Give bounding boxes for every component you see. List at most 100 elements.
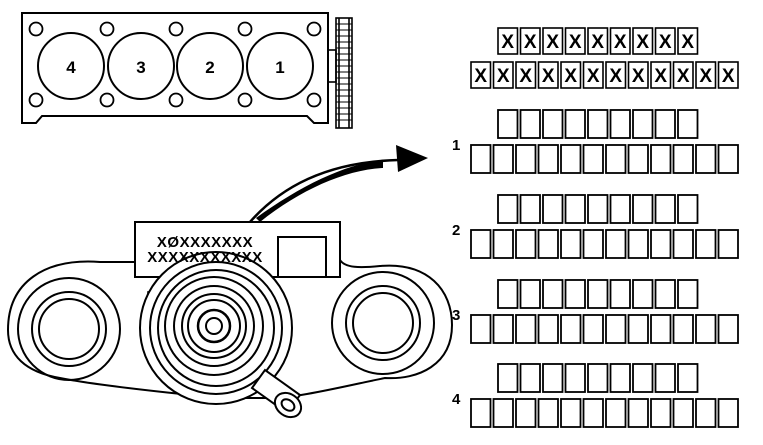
code-entry-box[interactable] — [492, 398, 514, 428]
code-entry-box[interactable] — [627, 144, 649, 174]
code-entry-box[interactable] — [677, 109, 699, 139]
code-entry-box[interactable] — [537, 229, 559, 259]
code-entry-box[interactable] — [497, 109, 519, 139]
code-entry-box[interactable] — [627, 398, 649, 428]
code-box — [672, 61, 694, 89]
code-entry-box[interactable] — [627, 314, 649, 344]
code-char: X — [609, 66, 622, 87]
code-entry-box[interactable] — [537, 398, 559, 428]
code-entry-box[interactable] — [582, 229, 604, 259]
code-entry-box[interactable] — [587, 279, 609, 309]
code-entry-box[interactable] — [492, 144, 514, 174]
code-entry-box[interactable] — [672, 314, 694, 344]
code-entry-box[interactable] — [654, 279, 676, 309]
cylinder-numbers: 4 3 2 1 — [66, 58, 284, 77]
code-entry-box[interactable] — [654, 109, 676, 139]
code-entry-box[interactable] — [605, 229, 627, 259]
code-entry-box[interactable] — [672, 144, 694, 174]
code-entry-box[interactable] — [605, 144, 627, 174]
code-entry-box[interactable] — [560, 398, 582, 428]
code-entry-box[interactable] — [650, 144, 672, 174]
code-entry-box[interactable] — [654, 194, 676, 224]
code-entry-box[interactable] — [587, 363, 609, 393]
code-entry-box[interactable] — [650, 229, 672, 259]
code-entry-box[interactable] — [497, 363, 519, 393]
code-entry-box[interactable] — [542, 279, 564, 309]
code-entry-box[interactable] — [582, 314, 604, 344]
code-entry-box[interactable] — [677, 194, 699, 224]
code-entry-box[interactable] — [519, 363, 541, 393]
code-entry-box[interactable] — [564, 363, 586, 393]
code-entry-box[interactable] — [609, 194, 631, 224]
code-entry-box[interactable] — [542, 194, 564, 224]
code-entry-box[interactable] — [677, 363, 699, 393]
code-entry-box[interactable] — [560, 229, 582, 259]
code-entry-box[interactable] — [537, 144, 559, 174]
code-char: X — [564, 66, 577, 87]
code-box — [605, 61, 627, 89]
code-entry-box[interactable] — [587, 109, 609, 139]
code-entry-box[interactable] — [654, 363, 676, 393]
code-entry-box[interactable] — [515, 229, 537, 259]
code-entry-box[interactable] — [519, 279, 541, 309]
code-entry-box[interactable] — [632, 109, 654, 139]
code-entry-box[interactable] — [672, 229, 694, 259]
code-entry-box[interactable] — [632, 363, 654, 393]
code-char: X — [654, 66, 667, 87]
code-char: X — [519, 66, 532, 87]
code-entry-box[interactable] — [609, 279, 631, 309]
code-entry-box[interactable] — [492, 314, 514, 344]
code-entry-box[interactable] — [695, 398, 717, 428]
code-entry-box[interactable] — [542, 109, 564, 139]
code-entry-box[interactable] — [542, 363, 564, 393]
code-entry-box[interactable] — [497, 194, 519, 224]
code-entry-box[interactable] — [717, 229, 739, 259]
code-char: X — [591, 32, 604, 53]
code-entry-box[interactable] — [605, 314, 627, 344]
code-entry-box[interactable] — [609, 363, 631, 393]
code-entry-box[interactable] — [695, 314, 717, 344]
code-entry-box[interactable] — [672, 398, 694, 428]
code-char: X — [681, 32, 694, 53]
code-entry-box[interactable] — [695, 144, 717, 174]
code-entry-box[interactable] — [717, 314, 739, 344]
code-entry-box[interactable] — [650, 398, 672, 428]
cylinder-field-number: 4 — [452, 391, 461, 408]
code-entry-box[interactable] — [627, 229, 649, 259]
code-entry-box[interactable] — [717, 144, 739, 174]
code-entry-box[interactable] — [470, 314, 492, 344]
code-entry-box[interactable] — [582, 398, 604, 428]
code-entry-box[interactable] — [564, 109, 586, 139]
code-box — [677, 27, 699, 55]
code-entry-box[interactable] — [695, 229, 717, 259]
code-char: X — [501, 32, 514, 53]
code-entry-box[interactable] — [605, 398, 627, 428]
code-entry-box[interactable] — [515, 398, 537, 428]
code-entry-box[interactable] — [515, 144, 537, 174]
code-entry-box[interactable] — [717, 398, 739, 428]
code-entry-box[interactable] — [632, 194, 654, 224]
code-entry-box[interactable] — [492, 229, 514, 259]
code-entry-box[interactable] — [497, 279, 519, 309]
code-entry-box[interactable] — [519, 194, 541, 224]
code-entry-box[interactable] — [564, 279, 586, 309]
code-entry-box[interactable] — [470, 229, 492, 259]
code-entry-box[interactable] — [560, 314, 582, 344]
code-entry-box[interactable] — [515, 314, 537, 344]
code-entry-box[interactable] — [609, 109, 631, 139]
code-entry-box[interactable] — [650, 314, 672, 344]
code-entry-box[interactable] — [677, 279, 699, 309]
code-entry-box[interactable] — [632, 279, 654, 309]
code-box — [515, 61, 537, 89]
code-entry-box[interactable] — [470, 398, 492, 428]
cylinder-field-3: 3 — [452, 279, 739, 344]
code-entry-box[interactable] — [560, 144, 582, 174]
code-entry-box[interactable] — [587, 194, 609, 224]
code-entry-box[interactable] — [537, 314, 559, 344]
code-entry-box[interactable] — [470, 144, 492, 174]
code-entry-box[interactable] — [519, 109, 541, 139]
code-entry-box[interactable] — [564, 194, 586, 224]
code-entry-box[interactable] — [582, 144, 604, 174]
cylinder-field-4: 4 — [452, 363, 739, 428]
